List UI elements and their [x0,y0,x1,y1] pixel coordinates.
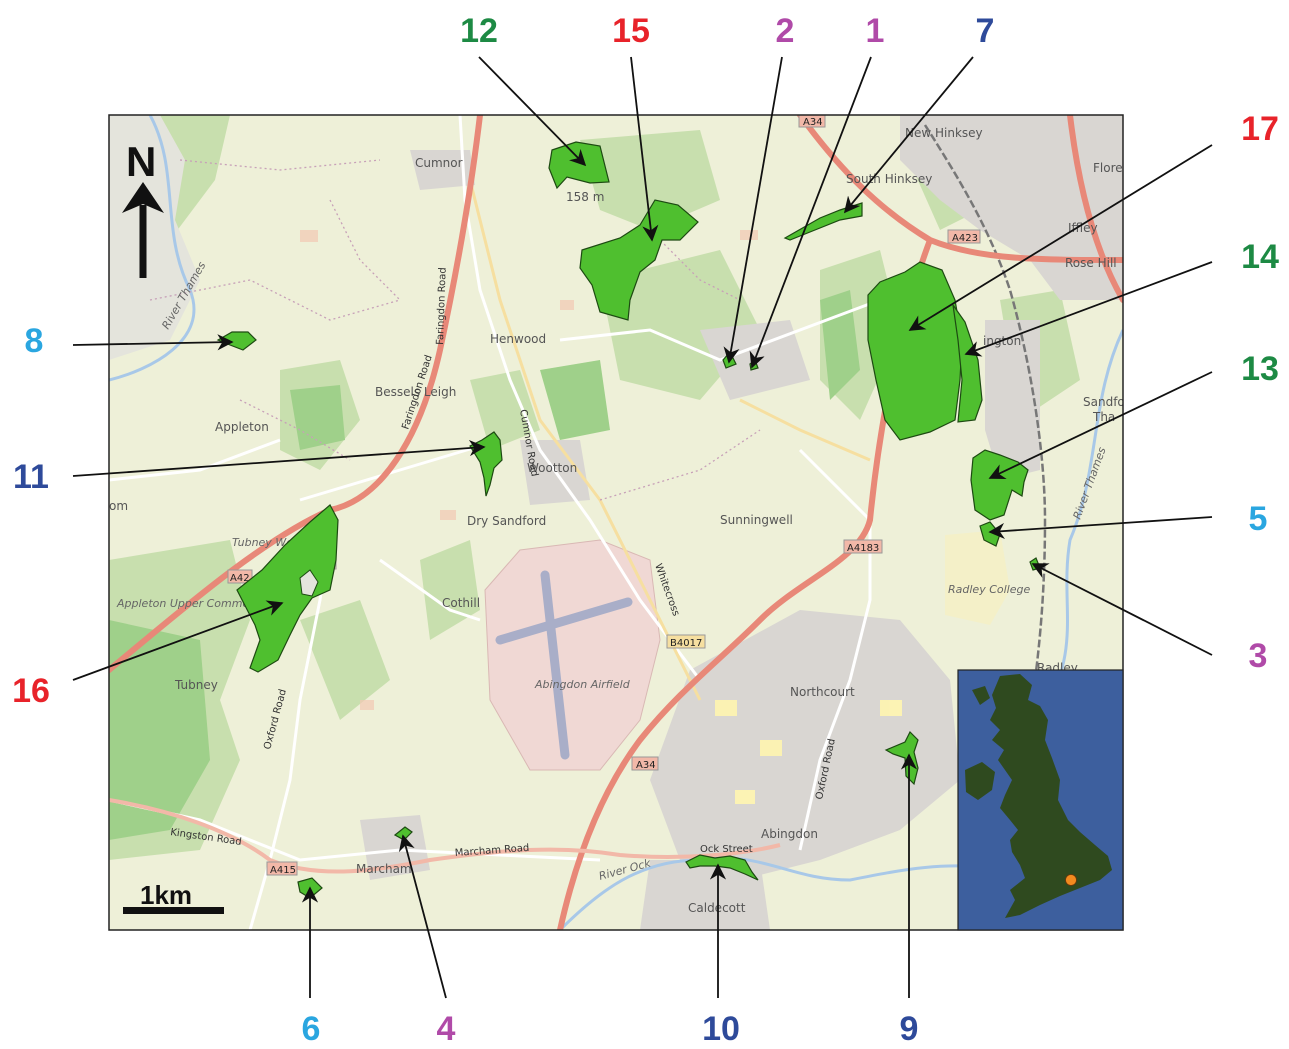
airfield-area [484,539,661,771]
leader-4 [398,834,447,999]
callout-5: 5 [1249,500,1268,538]
summit-height: 158 m [566,190,604,204]
place-tubney: Tubney [174,678,218,692]
road-ock-street: Ock Street [700,844,753,855]
north-arrow-icon [122,182,164,213]
callout-labels: 12 15 2 1 7 17 14 13 5 3 8 11 16 6 4 10 … [12,12,1279,1048]
place-radley-college: Radley College [948,583,1030,596]
dense-woodland [109,290,860,840]
scale-label: 1km [140,880,192,910]
north-arrow: N [122,138,164,278]
site-15[interactable] [579,199,699,321]
callout-8: 8 [25,322,44,360]
railway [923,124,1047,681]
callout-15: 15 [612,12,650,50]
place-bessels-leigh: Bessels Leigh [375,385,456,399]
road-a4183: A4183 [847,543,879,554]
inset-landmass [965,674,1112,918]
place-new-hinksey: New Hinksey [905,126,983,140]
rivers [109,115,1123,930]
leader-16 [72,600,284,681]
road-a34-top: A34 [803,117,823,128]
place-iffley: Iffley [1068,221,1098,235]
place-sandford: Sandford [1083,395,1137,409]
callout-3: 3 [1249,637,1268,675]
place-south-hinksey: South Hinksey [846,172,932,186]
place-flore: Flore [1093,161,1123,175]
leader-17 [908,144,1213,331]
leader-3 [1031,563,1213,656]
road-marcham-road: Marcham Road [454,843,529,859]
school-areas [715,700,902,804]
callout-1: 1 [866,12,885,50]
footpaths [149,159,761,501]
leader-5 [988,516,1213,540]
road-a415: A415 [270,865,296,876]
callout-11: 11 [13,458,49,496]
inset-map[interactable] [957,669,1124,931]
site-10[interactable] [685,854,759,881]
leader-15 [630,56,659,242]
place-appleton-upper-common: Appleton Upper Common [116,597,256,610]
place-sunningwell: Sunningwell [720,513,793,527]
college-grounds [945,530,1010,625]
site-14[interactable] [952,304,983,423]
site-17[interactable] [867,261,963,441]
callout-6: 6 [302,1010,321,1048]
leader-14 [964,261,1213,357]
a-roads [109,798,781,874]
leader-lines [72,56,1213,999]
place-rose-hill: Rose Hill [1065,256,1117,270]
site-16[interactable] [236,504,339,673]
place-northcourt: Northcourt [790,685,855,699]
leader-7 [843,56,974,214]
place-cothill: Cothill [442,596,480,610]
place-abingdon: Abingdon [761,827,818,841]
leader-8 [72,334,234,351]
base-map[interactable]: Cumnor 158 m New Hinksey South Hinksey F… [109,115,1137,930]
scale-bar: 1km [123,880,224,914]
road-a34: A34 [636,760,656,771]
road-a423: A423 [952,233,978,244]
inset-location-marker [1065,874,1077,886]
place-caldecott: Caldecott [688,901,746,915]
leader-11 [72,439,486,477]
place-dry-sandford: Dry Sandford [467,514,546,528]
leader-13 [988,371,1213,480]
place-henwood: Henwood [490,332,546,346]
callout-10: 10 [702,1010,740,1048]
place-wootton: Wootton [527,461,577,475]
road-a420: A42 [230,573,250,584]
callout-2: 2 [776,12,795,50]
farm-parcels [300,230,758,710]
leader-12 [478,56,587,167]
callout-12: 12 [460,12,498,50]
callout-7: 7 [976,12,995,50]
airfield-runways [495,570,633,760]
callout-16: 16 [12,672,50,710]
callout-17: 17 [1241,110,1279,148]
callout-13: 13 [1241,350,1279,388]
leader-2 [723,56,783,364]
road-faringdon-road-north: Faringdon Road [435,267,449,345]
road-b4017: B4017 [670,638,702,649]
callout-9: 9 [900,1010,919,1048]
callout-4: 4 [437,1010,456,1048]
leader-1 [749,56,872,369]
b-roads [468,179,871,701]
place-marcham: Marcham [356,862,412,876]
site-16-clearing [299,569,319,597]
north-label: N [126,138,156,185]
place-om: om [109,499,128,513]
place-abingdon-airfield: Abingdon Airfield [534,678,631,691]
place-cumnor: Cumnor [415,156,463,170]
floodplain [109,115,200,360]
place-thames-abbr: Tha [1092,410,1115,424]
callout-14: 14 [1241,238,1279,276]
place-appleton: Appleton [215,420,269,434]
